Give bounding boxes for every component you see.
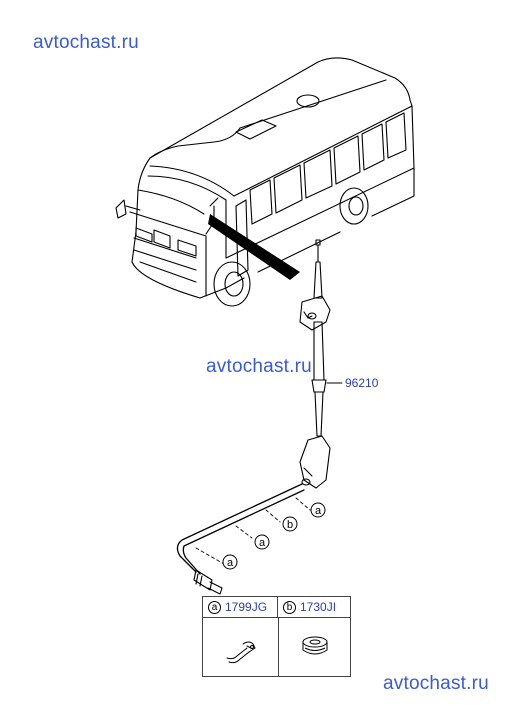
- legend-divider: [278, 618, 279, 677]
- part-number-96210: 96210: [345, 376, 379, 390]
- watermark-bottom: avtochast.ru: [383, 673, 489, 694]
- watermark-middle: avtochast.ru: [206, 356, 312, 377]
- callout-letter: a: [315, 505, 322, 517]
- callout-circle: a: [222, 554, 238, 570]
- legend-letter-a: a: [208, 600, 221, 614]
- legend-code-a: 1799JG: [225, 600, 268, 614]
- cable-clip-icon: [226, 641, 256, 664]
- legend-header-a: a 1799JG: [203, 597, 278, 618]
- bus-illustration: [115, 57, 415, 307]
- callout-letter: b: [287, 519, 293, 531]
- grommet-icon: [302, 636, 328, 655]
- antenna-location-leader: [208, 214, 300, 280]
- legend-code-b: 1730JI: [300, 600, 337, 614]
- legend-header-b: b 1730JI: [278, 597, 351, 618]
- legend-letter-b: b: [283, 600, 296, 614]
- callout-circle: b: [282, 516, 298, 532]
- parts-legend-table: a 1799JG b 1730JI: [202, 596, 351, 677]
- watermark-top: avtochast.ru: [33, 32, 139, 53]
- callout-circle: a: [254, 534, 270, 550]
- callout-letter: a: [227, 557, 234, 569]
- callout-circle: a: [310, 502, 326, 518]
- antenna-assembly: [176, 239, 343, 595]
- callout-letter: a: [259, 537, 266, 549]
